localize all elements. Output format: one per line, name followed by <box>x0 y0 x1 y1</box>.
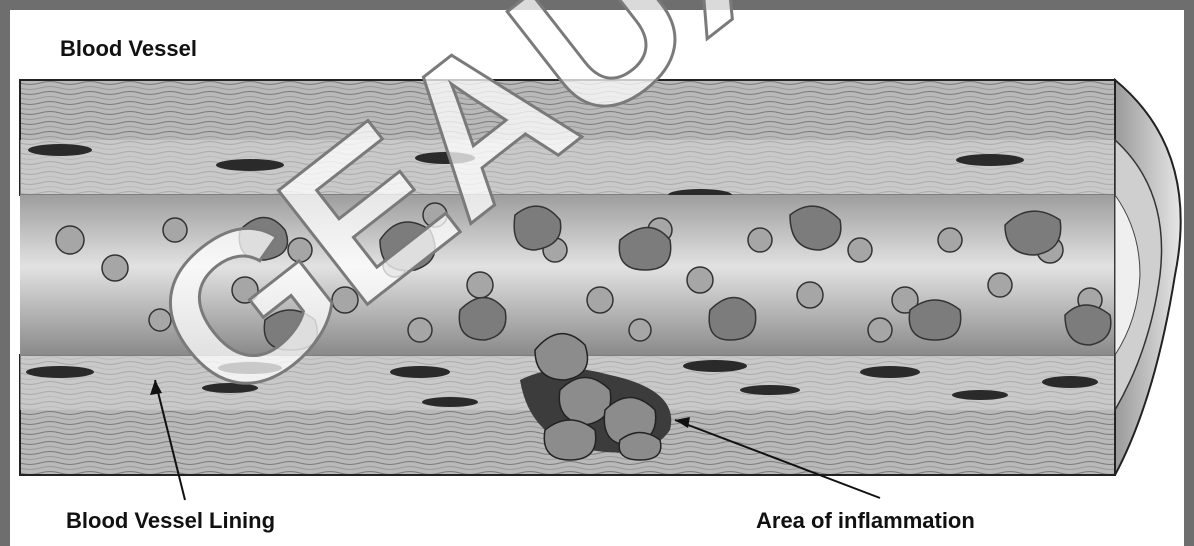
diagram-title: Blood Vessel <box>60 36 197 62</box>
blood-vessel-lining-label: Blood Vessel Lining <box>66 508 275 534</box>
vessel-end-cap <box>1115 80 1181 475</box>
area-of-inflammation-label: Area of inflammation <box>756 508 975 534</box>
